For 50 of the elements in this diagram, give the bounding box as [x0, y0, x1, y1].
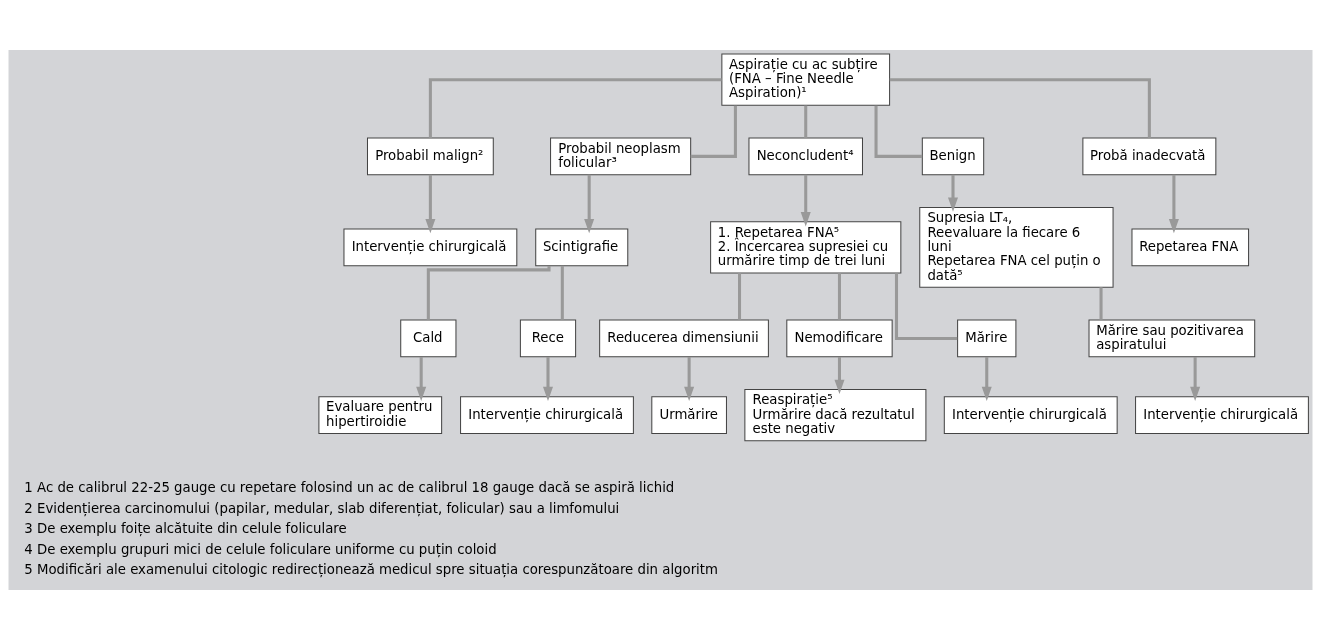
connector [737, 272, 742, 320]
node-box: Evaluare pentru hipertiroidie [318, 395, 443, 434]
arrow [584, 174, 595, 233]
arrow [425, 174, 436, 233]
node-box: Intervenție chirurgicală [1135, 395, 1309, 434]
label: 5 Modificări ale examenului citologic redirecționează medicul spre situația corespunzătoare din algoritm [24, 561, 718, 577]
node-box: Benign [921, 136, 985, 175]
connector [894, 272, 958, 340]
node-box: 1. Repetarea FNA⁵ 2. Încercarea supresiei cu urmărire timp de trei luni [710, 220, 902, 273]
label: 1 Ac de calibrul 22-25 gauge cu repetare folosind un ac de calibrul 18 gauge dacă se aspiră lichid [24, 479, 675, 495]
arrow [981, 356, 992, 401]
node-box: Probabil neoplasm folicular³ [550, 136, 692, 175]
connector [690, 105, 737, 158]
arrow [1190, 356, 1201, 401]
node-box: Probă inadecvată [1082, 136, 1217, 175]
label: 3 De exemplu foițe alcătuite din celule foliculare [24, 520, 347, 536]
arrow [1168, 174, 1179, 233]
connector [889, 77, 1151, 138]
label: 4 De exemplu grupuri mici de celule foliculare uniforme cu puțin coloid [24, 541, 497, 557]
connector [1099, 286, 1103, 320]
arrow [416, 356, 427, 401]
node-box: Intervenție chirurgicală [943, 395, 1118, 434]
connector [804, 105, 808, 138]
node-box: Cald [400, 319, 457, 357]
arrow [542, 356, 554, 401]
node-box: Scintigrafie [535, 227, 629, 266]
node-box: Mărire [957, 319, 1017, 357]
node-box: Probabil malign² [367, 136, 494, 175]
node-box: Aspirație cu ac subțire (FNA – Fine Needle Aspiration)¹ [721, 53, 891, 106]
node-box: Rece [519, 319, 577, 357]
node-box: Nemodificare [786, 319, 893, 357]
connector [560, 265, 564, 320]
node-box: Mărire sau pozitivarea aspiratului [1088, 319, 1256, 357]
node-box: Reducerea dimensiunii [599, 319, 769, 357]
node-box: Repetarea FNA [1131, 227, 1250, 266]
arrow [947, 174, 959, 212]
node-box: Intervenție chirurgicală [460, 395, 634, 434]
node-box: Reaspirație⁵ Urmărire dacă rezultatul este negativ [744, 388, 927, 441]
connector [426, 265, 551, 320]
node-box: Urmărire [651, 395, 727, 434]
connector [428, 77, 722, 138]
arrow [834, 356, 845, 394]
node-box: Neconcludent⁴ [748, 136, 863, 175]
node-box: Supresia LT₄, Reevaluare la fiecare 6 luni Repetarea FNA cel puțin o dată⁵ [919, 206, 1114, 288]
node-box: Intervenție chirurgicală [343, 227, 518, 266]
arrow [800, 174, 811, 226]
arrow [684, 356, 695, 401]
connector [874, 105, 923, 158]
connector [837, 272, 841, 320]
label: 2 Evidențierea carcinomului (papilar, medular, slab diferențiat, folicular) sau a limfomului [24, 500, 620, 516]
